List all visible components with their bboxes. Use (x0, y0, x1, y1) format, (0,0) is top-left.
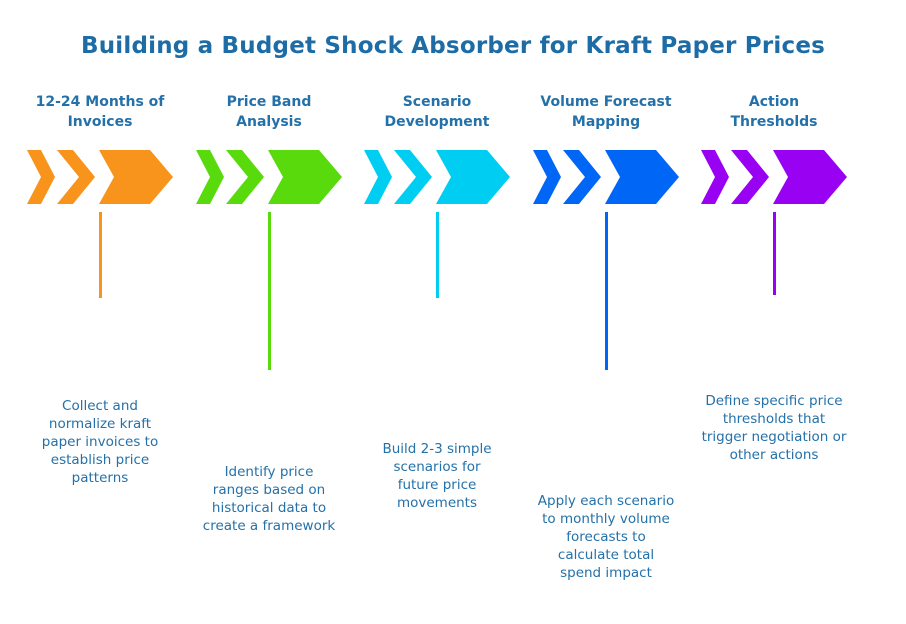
step-title: Scenario Development (384, 94, 490, 130)
step-title: Volume Forecast Mapping (540, 94, 672, 130)
step-column-3: Scenario Development Build 2-3 simple sc… (352, 0, 522, 624)
arrow-body (99, 150, 173, 204)
step-title: Price Band Analysis (226, 94, 312, 130)
step-column-2: Price Band Analysis Identify price range… (184, 0, 354, 624)
chevron-1 (364, 150, 392, 204)
chevron-1 (701, 150, 729, 204)
step-title: Action Thresholds (730, 94, 818, 130)
chevron-arrow-graphic (27, 150, 173, 204)
chevron-2 (394, 150, 432, 204)
chevron-arrow-graphic (701, 150, 847, 204)
chevron-arrow-graphic (196, 150, 342, 204)
chevron-2 (563, 150, 601, 204)
arrow-body (436, 150, 510, 204)
chevron-2 (731, 150, 769, 204)
connector-line (98, 212, 102, 298)
chevron-2 (57, 150, 95, 204)
arrow-body (773, 150, 847, 204)
page-title: Building a Budget Shock Absorber for Kra… (80, 33, 826, 59)
step-column-1: 12-24 Months of Invoices Collect and nor… (15, 0, 185, 624)
step-description: Identify price ranges based on historica… (202, 464, 336, 534)
connector-line (772, 212, 776, 295)
chevron-1 (533, 150, 561, 204)
chevron-1 (196, 150, 224, 204)
step-description: Apply each scenario to monthly volume fo… (537, 493, 675, 581)
connector-line (604, 212, 608, 370)
step-description: Collect and normalize kraft paper invoic… (41, 398, 159, 486)
chevron-arrow-graphic (533, 150, 679, 204)
step-title: 12-24 Months of Invoices (35, 94, 165, 130)
step-description: Build 2-3 simple scenarios for future pr… (382, 441, 492, 511)
arrow-body (268, 150, 342, 204)
step-description: Define specific price thresholds that tr… (701, 393, 847, 463)
connector-line (435, 212, 439, 298)
step-column-4: Volume Forecast Mapping Apply each scena… (521, 0, 691, 624)
chevron-arrow-graphic (364, 150, 510, 204)
arrow-body (605, 150, 679, 204)
step-column-5: Action Thresholds Define specific price … (689, 0, 859, 624)
connector-line (267, 212, 271, 370)
chevron-2 (226, 150, 264, 204)
chevron-1 (27, 150, 55, 204)
